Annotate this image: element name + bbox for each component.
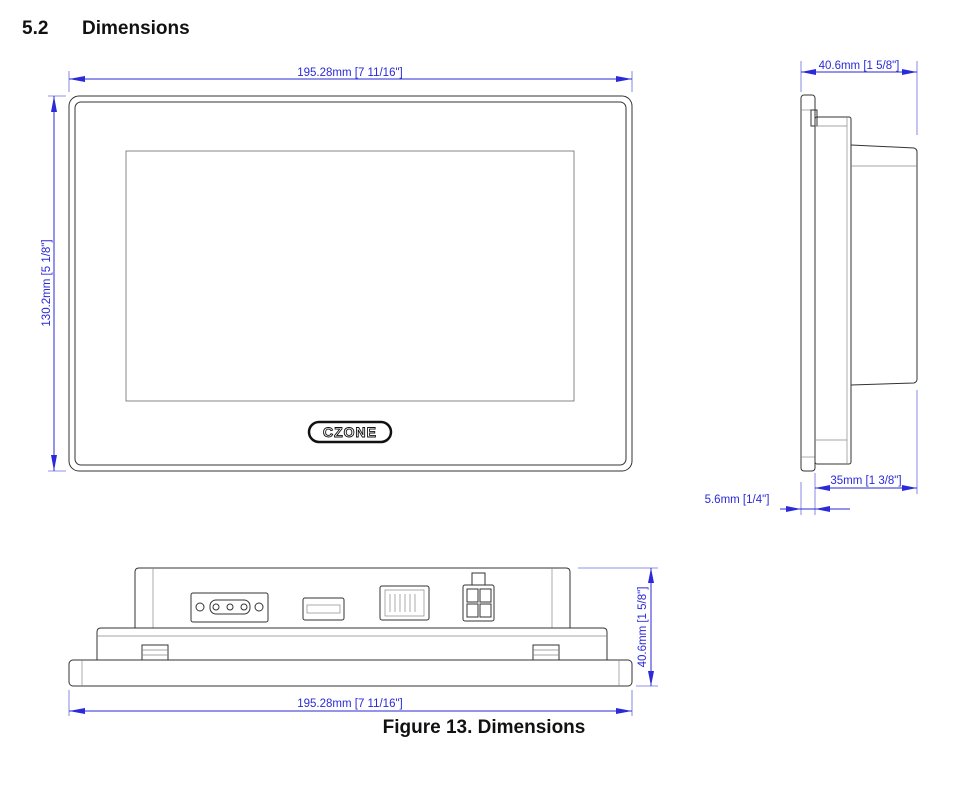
svg-text:CZONE: CZONE [323, 424, 377, 440]
front-width-label: 195.28mm [7 11/16"] [297, 67, 403, 79]
figure-caption: Figure 13. Dimensions [382, 717, 586, 738]
section-number: 5.2 [22, 18, 49, 39]
front-height-label: 130.2mm [5 1/8"] [41, 239, 53, 326]
display-area [125, 150, 575, 402]
czone-logo: CZONE [307, 420, 393, 444]
usb-port [302, 597, 345, 621]
molex-connector [462, 572, 495, 622]
power-terminal-connector [190, 592, 269, 623]
bottom-depth-label: 40.6mm [1 5/8"] [637, 587, 649, 668]
side-view: 40.6mm [1 5/8"] 35mm [1 3/8"] 5.6mm [1/4… [705, 60, 918, 515]
front-bezel-inner [74, 101, 627, 466]
side-rear-depth-label: 35mm [1 3/8"] [830, 475, 901, 487]
side-bezel-label: 5.6mm [1/4"] [705, 494, 770, 506]
bottom-width-label: 195.28mm [7 11/16"] [297, 698, 403, 710]
section-title: Dimensions [82, 18, 190, 39]
side-depth-label: 40.6mm [1 5/8"] [819, 60, 900, 72]
front-bezel-outer [68, 95, 633, 472]
front-view: CZONE 195.28mm [7 11/16"] 130.2mm [5 1/8… [41, 67, 633, 472]
bottom-view: 40.6mm [1 5/8"] 195.28mm [7 11/16"] [68, 567, 658, 716]
ethernet-port [379, 585, 430, 621]
